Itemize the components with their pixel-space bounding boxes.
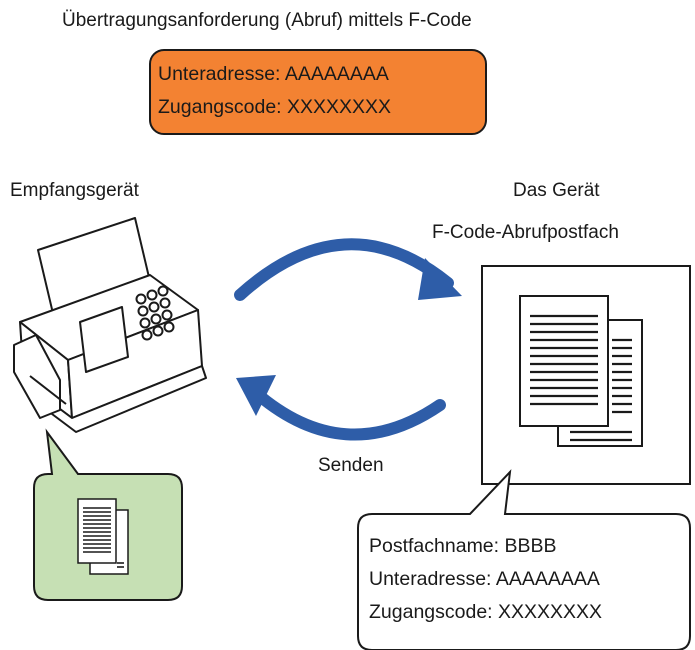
request-arrow: [234, 238, 462, 301]
request-access-code: Zugangscode: XXXXXXXX: [158, 96, 392, 118]
send-arrow: [236, 375, 446, 441]
mailbox-label: F-Code-Abrufpostfach: [432, 222, 619, 243]
receiver-label: Empfangsgerät: [10, 180, 139, 201]
send-label: Senden: [318, 455, 384, 476]
request-subaddress: Unteradresse: AAAAAAAA: [158, 63, 389, 85]
mailbox-name: Postfachname: BBBB: [369, 535, 557, 557]
machine-label: Das Gerät: [513, 180, 600, 201]
mailbox-access-code: Zugangscode: XXXXXXXX: [369, 601, 603, 623]
mailbox-subaddress: Unteradresse: AAAAAAAA: [369, 568, 600, 590]
request-box: [149, 49, 487, 135]
fax-machine-icon: [13, 217, 207, 433]
receiver-bubble: [33, 428, 183, 601]
documents-icon: [77, 498, 129, 575]
mailbox-documents-icon: [519, 295, 643, 447]
diagram-title: Übertragungsanforderung (Abruf) mittels …: [62, 10, 472, 31]
